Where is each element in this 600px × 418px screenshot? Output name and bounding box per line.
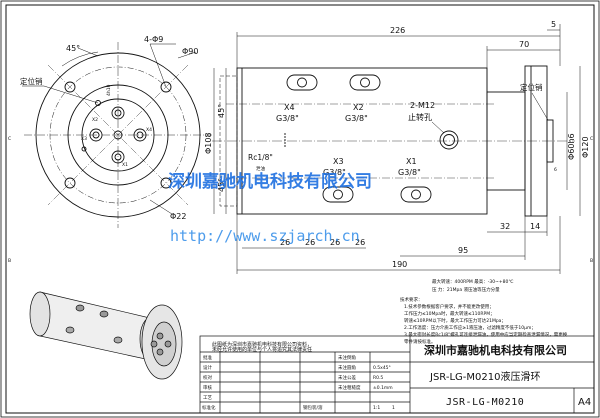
specs-block: 最大转速：400RPM 最高：-30~+80℃ 压 力：21Mpa 液压油等压力… — [400, 278, 568, 345]
field-rotation-val: 0.5x45° — [373, 365, 391, 371]
row-label-process: 工艺 — [203, 395, 212, 401]
dim-95: 95 — [458, 246, 468, 255]
stop-hole-leader — [431, 121, 445, 134]
pcd-label: Φ90 — [182, 47, 198, 56]
stop-hole-label: 止转孔 — [408, 112, 432, 122]
row-label-review: 审核 — [203, 384, 212, 391]
side-view — [212, 65, 575, 217]
stop-thread-label: 2-M12 — [410, 101, 435, 110]
dim-45-top: 45° — [217, 104, 226, 118]
field-scale: 1:1 — [373, 405, 380, 411]
field-chamfer: 未注圆角 — [338, 364, 356, 371]
zone-label: B — [8, 258, 11, 264]
watermark-company: 深圳嘉驰机电科技有限公司 — [168, 171, 372, 192]
port-x3-label: X3 — [333, 157, 344, 166]
port-x1-label: X1 — [406, 157, 417, 166]
field-roughness: 未注粗糙度 — [338, 384, 361, 391]
dim-shaft-dia: Φ60h6 — [567, 133, 576, 160]
row-label-check: 校对 — [203, 374, 212, 381]
end-view-dimensions — [22, 43, 197, 215]
spec-note-6: 零件请按标准。 — [404, 338, 436, 345]
port-x2-thread: G3/8" — [345, 114, 368, 123]
dim-32: 32 — [500, 222, 510, 231]
inner-diameter-label: Φ22 — [170, 212, 186, 221]
field-tolerance-val: ±0.1mm — [373, 385, 393, 391]
dim-226: 226 — [390, 26, 405, 35]
dim-26-d: 26 — [355, 238, 365, 247]
spec-note-5: 3.最大密封长度Rc1/8"螺孔可连接泄漏油，使用中应当定期检查泄漏情况，需更换 — [404, 331, 568, 338]
spec-note-3: 转速≤10RPM以下时，最大工作压力可达21Mpa； — [404, 317, 506, 324]
zone-label: B — [590, 258, 593, 264]
hole-depth-label: 4h10 — [106, 84, 112, 96]
dim-26-c: 26 — [330, 238, 340, 247]
face-port-x4: X4 — [146, 127, 152, 133]
row-label-design: 设计 — [203, 364, 212, 371]
dim-108: Φ108 — [204, 132, 213, 154]
port-x4-label: X4 — [284, 103, 295, 112]
end-view — [24, 42, 212, 228]
product-name: JSR-LG-M0210液压滑环 — [429, 370, 540, 383]
angle-label-left: 45° — [66, 44, 80, 53]
spec-note-2: 工作压力≤10Mpa时，最大转速≤110RPM； — [404, 310, 495, 317]
face-port-x3: X3 — [81, 136, 87, 142]
port-x4-thread: G3/8" — [276, 114, 299, 123]
title-block — [199, 335, 595, 414]
dim-190: 190 — [392, 260, 407, 269]
row-label-approve: 批准 — [203, 354, 212, 361]
spec-note-0: 技术要求： — [400, 296, 423, 303]
locating-pin-label-right: 定位销 — [520, 82, 543, 92]
isometric-view — [29, 291, 183, 380]
port-x1-thread: G3/8" — [398, 168, 421, 177]
face-port-x1: X1 — [122, 162, 128, 168]
dim-70: 70 — [519, 40, 529, 49]
face-port-x2: X2 — [92, 117, 98, 123]
company-name: 深圳市嘉驰机电科技有限公司 — [424, 343, 567, 357]
locating-pin-leader-right — [531, 92, 549, 121]
notice-line-1: 此图纸为深圳市嘉驰机电科技有限公司资料， — [212, 341, 312, 348]
field-rotation: 未注倒角 — [338, 354, 356, 361]
dim-26-b: 26 — [305, 238, 315, 247]
dim-45-bottom: 45° — [217, 178, 226, 192]
bolt-hole-label: 4-Φ9 — [144, 35, 163, 44]
spec-note-1: 1.技术参数根据客户要求，并不能更改使用； — [404, 303, 494, 310]
side-ports — [284, 74, 459, 203]
watermark-url: http://www.szjarch.cn — [170, 227, 360, 245]
zone-label: C — [590, 136, 593, 142]
field-chamfer-val: R0.5 — [373, 375, 383, 381]
drawing-code: JSR-LG-M0210 — [446, 397, 524, 408]
spec-row-1: 最大转速：400RPM 最高：-30~+80℃ — [432, 278, 513, 285]
dim-5: 5 — [551, 20, 556, 29]
field-painting: 钢包装/溶 — [303, 404, 323, 411]
dim-26-a: 26 — [280, 238, 290, 247]
dim-14: 14 — [530, 222, 540, 231]
port-x2-label: X2 — [353, 103, 364, 112]
drain-label: 泄油 — [256, 165, 265, 172]
dim-flange-dia: Φ120 — [581, 136, 590, 158]
zone-label: C — [8, 136, 11, 142]
side-dimensions — [213, 24, 581, 274]
spec-note-4: 2.工作温度：压力介质工作应≥1液压油，过滤精度不低于10μm； — [404, 324, 536, 331]
notice-line-2: 未经允许使用的单位与个人将追究其法律责任 — [212, 346, 312, 353]
port-x3-thread: G3/8" — [323, 168, 346, 177]
drain-port-label: Rc1/8" — [248, 153, 273, 162]
row-label-standard: 标准化 — [202, 404, 216, 411]
locating-pin-label-left: 定位销 — [20, 76, 43, 86]
field-tolerance: 未注公差 — [338, 374, 356, 381]
spec-row-2: 压 力：21Mpa 液压油等压力分量 — [432, 286, 500, 293]
field-sheet: 1 — [392, 405, 395, 411]
sheet-size: A4 — [578, 397, 591, 408]
dim-6: 6 — [554, 167, 557, 173]
